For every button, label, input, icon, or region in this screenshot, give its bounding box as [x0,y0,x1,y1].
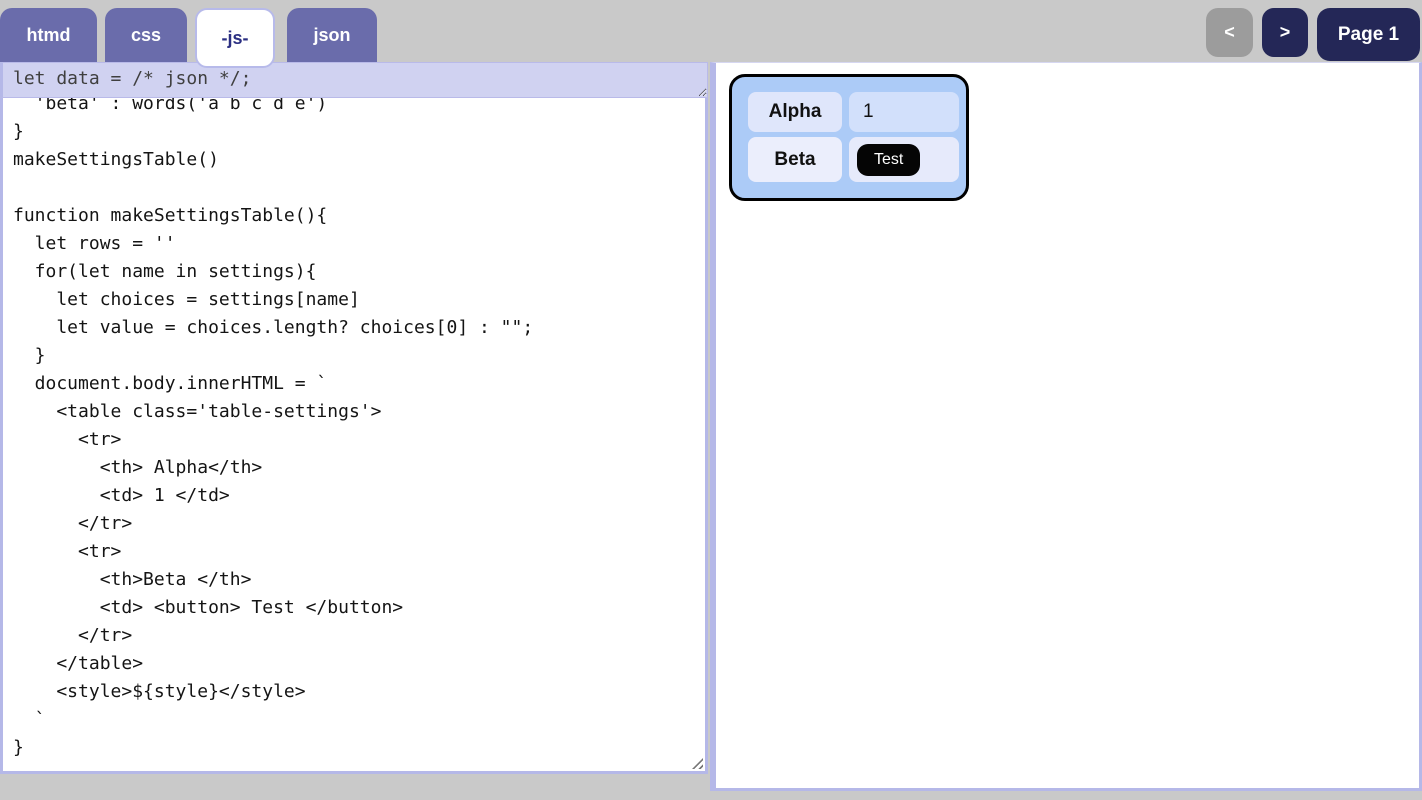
data-line-input[interactable]: let data = /* json */; [0,62,708,98]
code-text: 'beta' : words('a b c d e') } makeSettin… [13,98,534,758]
page-indicator-button[interactable]: Page 1 [1317,8,1420,61]
next-page-button[interactable]: > [1262,8,1308,57]
tab-js[interactable]: -js- [195,8,275,68]
resize-gripper-icon[interactable] [692,758,703,769]
test-button[interactable]: Test [857,143,921,176]
tab-htmd[interactable]: htmd [0,8,97,62]
prev-page-button[interactable]: < [1206,8,1253,57]
tab-json[interactable]: json [287,8,377,62]
preview-pane: Alpha 1 Beta Test [710,62,1422,791]
tab-bar: htmd css -js- json [0,8,377,68]
settings-table: Alpha 1 Beta Test [729,74,969,201]
tab-css[interactable]: css [105,8,187,62]
table-header-alpha: Alpha [748,92,842,132]
table-header-beta: Beta [748,137,842,182]
table-cell-beta: Test [849,137,959,182]
pager: < > Page 1 [1206,8,1420,61]
code-editor[interactable]: 'beta' : words('a b c d e') } makeSettin… [0,98,708,774]
table-cell-alpha-value: 1 [849,92,959,132]
